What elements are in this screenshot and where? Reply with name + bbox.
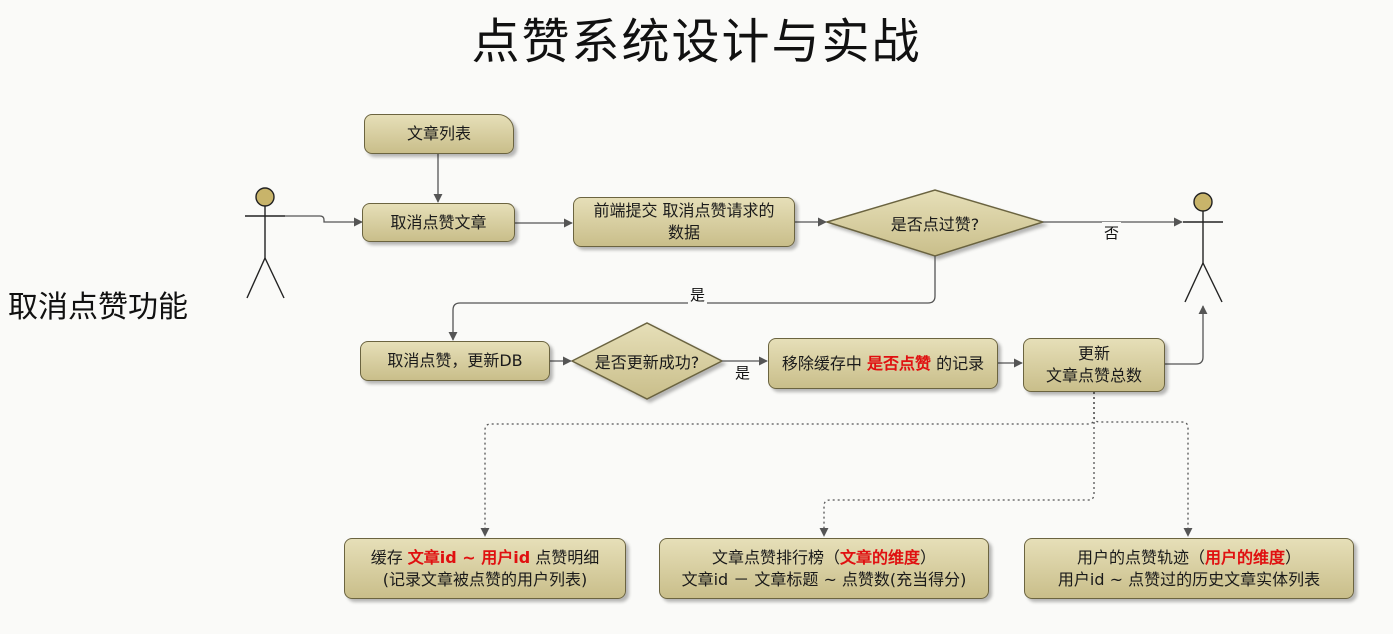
- user-track-prefix: 用户的点赞轨迹（: [1076, 547, 1205, 567]
- cancel-like-db-node: 取消点赞，更新DB: [360, 341, 550, 381]
- edge-update-to-cache: [480, 392, 1095, 537]
- edge-label-yes-success: 是: [733, 362, 753, 383]
- frontend-submit-line1: 前端提交 取消点赞请求的: [593, 201, 775, 220]
- update-total-node: 更新 文章点赞总数: [1023, 338, 1165, 392]
- cancel-like-db-label: 取消点赞，更新DB: [387, 351, 523, 370]
- user-track-line2: 用户id ~ 点赞过的历史文章实体列表: [1057, 569, 1321, 589]
- frontend-submit-line2: 数据: [667, 223, 700, 242]
- page-title: 点赞系统设计与实战: [471, 14, 922, 70]
- cache-detail-prefix: 缓存: [370, 547, 408, 567]
- remove-cache-prefix: 移除缓存中: [781, 353, 867, 373]
- update-total-line2: 文章点赞总数: [1045, 366, 1142, 385]
- frontend-submit-node: 前端提交 取消点赞请求的 数据: [573, 197, 795, 247]
- update-total-line1: 更新: [1077, 344, 1110, 363]
- edge-update-to-actor: [1165, 305, 1208, 365]
- remove-cache-highlight: 是否点赞: [866, 353, 931, 373]
- article-ranking-suffix: ）: [920, 547, 937, 567]
- user-track-highlight: 用户的维度: [1204, 547, 1285, 567]
- cache-detail-highlight: 文章id ~ 用户id: [407, 547, 531, 567]
- edge-update-to-track: [1093, 392, 1193, 537]
- article-ranking-node: 文章点赞排行榜（文章的维度） 文章id － 文章标题 ~ 点赞数(充当得分): [659, 538, 989, 599]
- decision-update-label: 是否更新成功?: [594, 353, 700, 372]
- user-track-suffix: ）: [1285, 547, 1302, 567]
- article-ranking-line2: 文章id － 文章标题 ~ 点赞数(充当得分): [681, 569, 967, 589]
- edge-label-no: 否: [1102, 222, 1122, 243]
- decision-liked-label: 是否点过赞?: [890, 215, 980, 234]
- article-list-label: 文章列表: [406, 124, 471, 143]
- cache-detail-suffix: 点赞明细: [530, 547, 600, 567]
- edge-actor-to-cancel: [285, 215, 363, 227]
- cache-detail-node: 缓存 文章id ~ 用户id 点赞明细 (记录文章被点赞的用户列表): [344, 538, 626, 599]
- remove-cache-node: 移除缓存中 是否点赞 的记录: [768, 338, 998, 389]
- edge-update-to-ranking: [819, 392, 1095, 537]
- user-actor-right: [1183, 192, 1223, 303]
- user-actor-left: [245, 187, 285, 299]
- edge-label-yes-liked: 是: [688, 284, 708, 305]
- article-ranking-prefix: 文章点赞排行榜（: [711, 547, 840, 567]
- article-list-node: 文章列表: [364, 114, 514, 154]
- remove-cache-suffix: 的记录: [931, 353, 985, 373]
- cache-detail-line2: (记录文章被点赞的用户列表): [382, 569, 588, 589]
- cancel-like-article-label: 取消点赞文章: [390, 212, 487, 232]
- section-label: 取消点赞功能: [8, 290, 188, 325]
- cancel-like-article-node: 取消点赞文章: [362, 203, 515, 242]
- article-ranking-highlight: 文章的维度: [839, 547, 920, 567]
- user-track-node: 用户的点赞轨迹（用户的维度） 用户id ~ 点赞过的历史文章实体列表: [1024, 538, 1354, 599]
